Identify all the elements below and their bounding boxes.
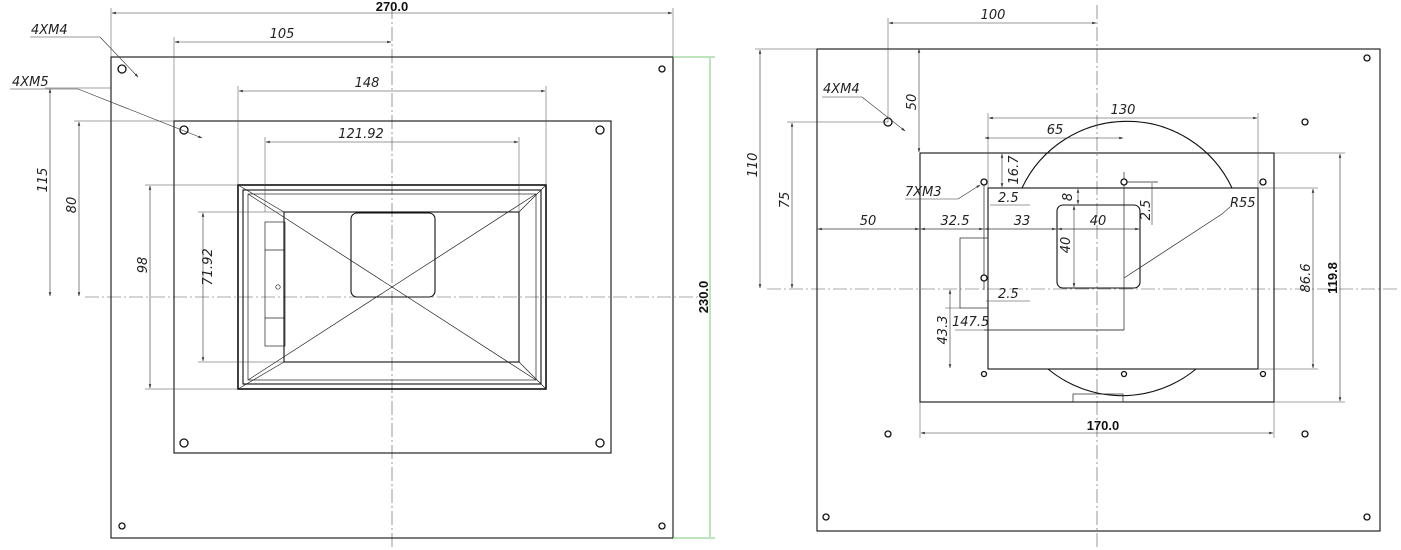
right-dim-32-5: 32.5 — [941, 214, 970, 229]
left-bezel-mid — [242, 189, 542, 385]
right-dim-16-7: 16.7 — [1007, 155, 1022, 185]
right-dim-86-6: 86.6 — [1299, 264, 1314, 293]
right-callout-7xm3: 7XM3 — [905, 185, 942, 200]
left-bezel-inner — [247, 193, 537, 381]
right-dim-50-top: 50 — [905, 94, 920, 111]
right-callout-4xm4: 4XM4 — [823, 82, 860, 97]
right-dim-40-w: 40 — [1090, 214, 1107, 229]
right-window — [1056, 204, 1141, 289]
right-dim-50-h: 50 — [860, 214, 877, 229]
right-dim-2-5-c: 2.5 — [998, 287, 1019, 302]
right-dim-33: 33 — [1014, 214, 1031, 229]
right-dim-130: 130 — [1111, 103, 1136, 118]
left-callout-4xm4: 4XM4 — [31, 23, 68, 38]
left-bezel-outer — [237, 184, 547, 390]
left-dim-270: 270.0 — [376, 0, 409, 14]
right-dim-110: 110 — [746, 153, 761, 178]
left-connector-strip — [264, 221, 286, 347]
left-dim-71-92: 71.92 — [201, 248, 216, 285]
right-dim-43-3: 43.3 — [936, 316, 951, 345]
right-radius-label: R55 — [1230, 196, 1256, 211]
left-dim-115: 115 — [36, 168, 51, 193]
right-outer-plate — [816, 48, 1381, 532]
right-view: 100 50 110 75 130 65 16.7 2.5 8 2.5 — [746, 5, 1397, 548]
left-outer-plate — [110, 56, 674, 539]
left-mounting-holes — [117, 64, 666, 530]
right-dim-100: 100 — [981, 8, 1006, 23]
right-dim-8: 8 — [1061, 193, 1076, 201]
left-dim-98: 98 — [136, 257, 151, 274]
right-arc-top — [1021, 120, 1233, 189]
right-dim-2-5-a: 2.5 — [998, 191, 1019, 206]
right-dim-170: 170.0 — [1087, 418, 1120, 433]
right-dim-40-h: 40 — [1059, 237, 1074, 254]
left-view: 270.0 105 148 121.92 115 80 98 71.92 — [10, 0, 715, 548]
right-dim-119-8: 119.8 — [1325, 262, 1340, 294]
left-dim-105: 105 — [270, 27, 295, 42]
left-display-area — [283, 211, 520, 363]
right-dim-147-5: 147.5 — [952, 315, 989, 330]
right-dim-65: 65 — [1047, 123, 1064, 138]
left-dim-121-92: 121.92 — [338, 127, 384, 142]
left-callout-4xm5: 4XM5 — [12, 75, 49, 90]
right-connector-block — [959, 237, 989, 309]
left-window — [350, 212, 436, 298]
left-dim-148: 148 — [355, 76, 380, 91]
left-inner-plate — [173, 120, 612, 454]
right-dim-75: 75 — [778, 192, 793, 209]
right-dim-2-5-b: 2.5 — [1139, 200, 1154, 221]
right-mounting-holes — [822, 54, 1371, 521]
right-bottom-tab — [1072, 393, 1124, 403]
left-dim-80: 80 — [65, 197, 80, 214]
right-arc-bottom — [1047, 368, 1197, 397]
left-dim-230: 230.0 — [696, 281, 711, 314]
